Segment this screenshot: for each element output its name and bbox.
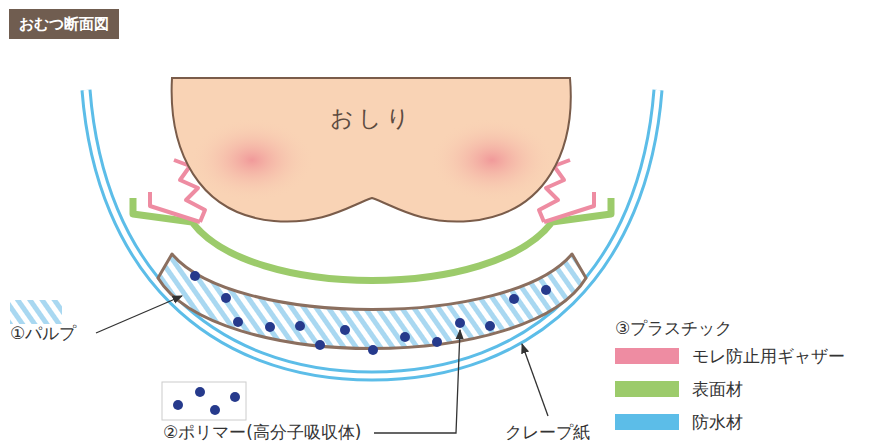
- legend-swatch: [615, 414, 679, 430]
- legend-text: 表面材: [692, 379, 743, 399]
- legend-heading: ③プラスチック: [615, 318, 732, 338]
- legend-swatch: [615, 348, 679, 364]
- title-text: おむつ断面図: [19, 15, 109, 34]
- legend-text: モレ防止用ギャザー: [692, 346, 845, 366]
- callout-label: ①パルプ: [10, 323, 76, 343]
- node-label: おしり: [330, 103, 414, 134]
- title-band: おむつ断面図: [9, 9, 119, 39]
- legend-swatch: [615, 381, 679, 397]
- callout-label: クレープ紙: [505, 422, 590, 442]
- buttocks-shape: おしり: [322, 99, 422, 138]
- callout-label: ②ポリマー(高分子吸収体): [163, 422, 362, 442]
- legend-text: 防水材: [692, 412, 743, 432]
